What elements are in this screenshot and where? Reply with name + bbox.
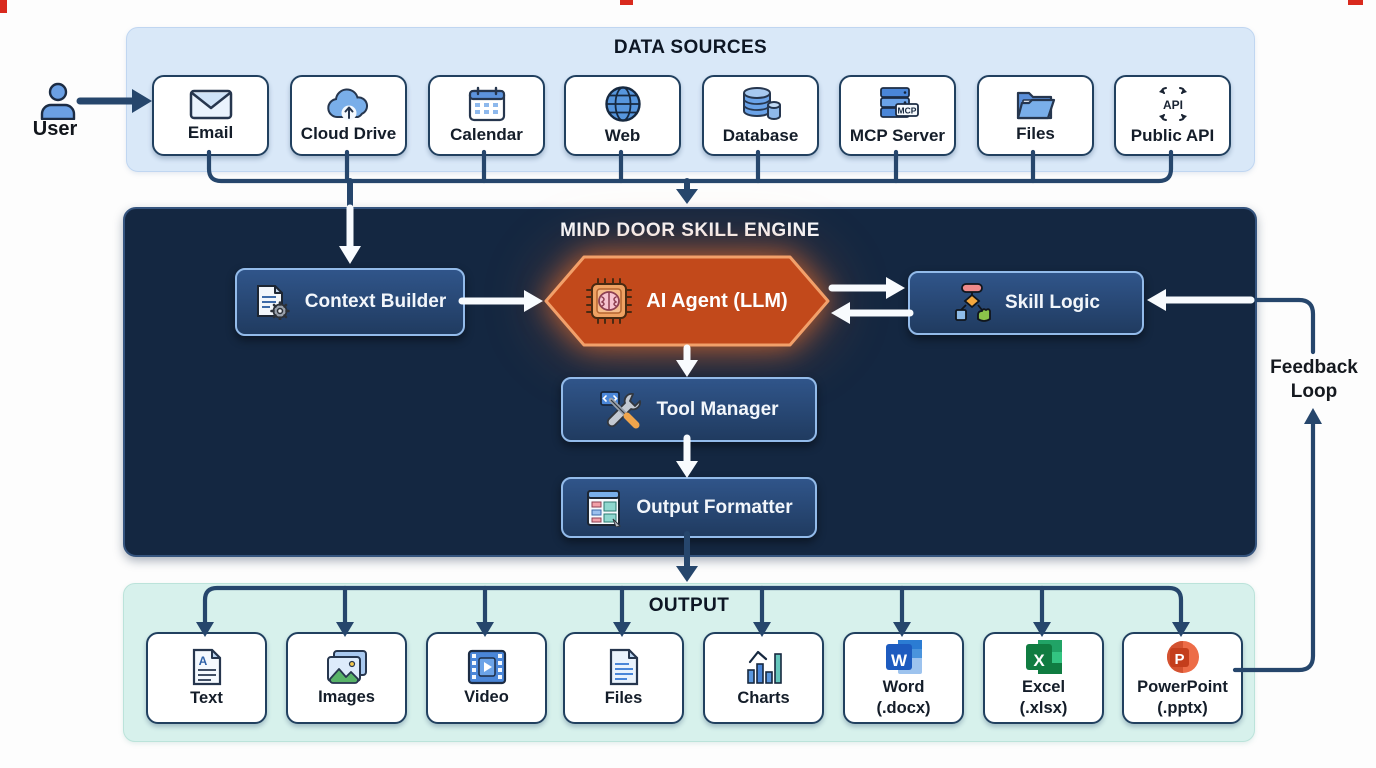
source-label: Calendar [450,125,523,145]
output-label: Text [190,689,223,708]
excel-icon: X [1025,639,1062,674]
output-label: Excel [1021,677,1066,696]
source-label: Files [1016,124,1055,144]
skill-logic-node: Skill Logic [908,271,1144,335]
source-card-cloud-drive: Cloud Drive [290,75,407,156]
output-card-powerpoint: P PowerPoint (.pptx) [1122,632,1243,724]
user-label: User [32,118,78,140]
database-icon [742,87,781,121]
output-formatter-icon [587,489,622,527]
output-label: Charts [737,689,790,708]
source-card-files: Files [977,75,1094,156]
text-doc-icon: A [192,648,221,686]
text-doc-letter: A [198,654,207,668]
output-card-text: A Text [146,632,267,724]
source-label: Web [604,126,641,146]
source-card-database: Database [702,75,819,156]
red-edge-artifact [1348,0,1363,5]
powerpoint-letter: P [1174,651,1184,668]
output-title: OUTPUT [648,595,730,616]
context-builder-icon [256,285,290,320]
source-card-web: Web [564,75,681,156]
output-card-files: Files [563,632,684,724]
context-builder-label: Context Builder [304,291,447,312]
user-icon [40,82,76,120]
source-card-public-api: API Public API [1114,75,1231,156]
red-edge-artifact [0,0,7,13]
output-label: Images [318,688,375,707]
output-card-excel: X Excel (.xlsx) [983,632,1104,724]
images-icon [326,650,367,684]
calendar-icon [468,87,505,122]
output-sublabel: (.docx) [876,698,931,717]
ai-chip-brain-icon [586,278,633,324]
mcp-badge-text: MCP [897,106,916,116]
output-card-charts: Charts [703,632,824,724]
feedback-loop-label: Feedback Loop [1270,357,1358,402]
email-icon [189,89,232,119]
context-builder-node: Context Builder [235,268,465,336]
ai-agent-hexagon [544,255,830,347]
source-card-email: Email [152,75,269,156]
output-label: Word [882,677,925,696]
source-card-mcp-server: MCP MCP Server [839,75,956,156]
skill-logic-label: Skill Logic [1004,292,1101,313]
source-label: MCP Server [849,126,946,146]
output-sublabel: (.pptx) [1157,698,1208,717]
output-formatter-node: Output Formatter [561,477,817,538]
source-label: Public API [1130,126,1215,146]
video-icon [467,649,506,685]
source-card-calendar: Calendar [428,75,545,156]
output-formatter-label: Output Formatter [636,496,793,518]
charts-icon [746,650,782,684]
source-label: Email [187,122,234,142]
output-card-word: W Word (.docx) [843,632,964,724]
engine-title: MIND DOOR SKILL ENGINE [560,220,820,241]
output-label: Files [604,689,643,708]
cloud-drive-icon [326,88,368,121]
ai-agent-label: AI Agent (LLM) [646,289,788,312]
source-label: Database [722,126,799,146]
word-icon: W [885,639,922,674]
skill-logic-flowchart-icon [955,283,991,322]
data-sources-title: DATA SOURCES [613,37,768,58]
ai-agent-node: AI Agent (LLM) [544,255,830,347]
excel-letter: X [1033,651,1045,670]
public-api-icon: API [1158,87,1187,122]
tools-icon [600,390,642,428]
red-edge-artifact [620,0,633,5]
tool-manager-node: Tool Manager [561,377,817,442]
api-label-text: API [1162,98,1182,112]
web-globe-icon [604,86,641,122]
output-card-video: Video [426,632,547,724]
mcp-server-icon: MCP [879,87,919,119]
folder-icon [1016,92,1055,120]
word-letter: W [890,651,907,670]
file-doc-icon [609,648,638,686]
powerpoint-icon: P [1166,640,1199,673]
output-label: Video [464,688,509,707]
output-card-images: Images [286,632,407,724]
output-sublabel: (.xlsx) [1019,698,1068,717]
source-label: Cloud Drive [300,124,397,144]
tool-manager-label: Tool Manager [656,398,779,420]
output-label: PowerPoint [1137,677,1228,696]
